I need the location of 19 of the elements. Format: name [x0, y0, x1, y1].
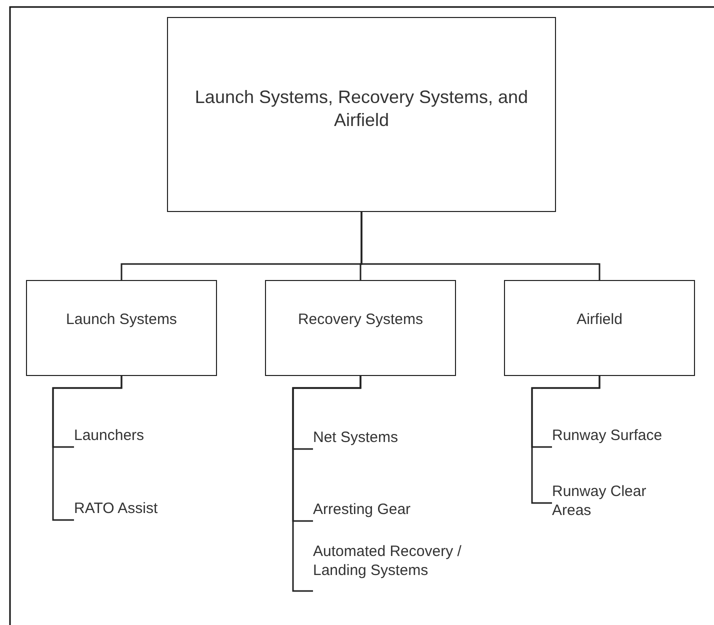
item-label: RATO Assist [74, 500, 194, 521]
connector-line [292, 376, 362, 592]
box-label: Launch Systems, Recovery Systems, and Airfield [194, 87, 528, 130]
connector-line [531, 376, 600, 504]
item-label: Runway Clear Areas [552, 483, 677, 525]
connector-line [52, 376, 122, 521]
box-label: Launch Systems [66, 311, 177, 328]
connector-line [360, 212, 600, 280]
category-box [504, 280, 695, 376]
item-label: Net Systems [313, 429, 463, 450]
root-box [167, 17, 556, 212]
category-box [26, 280, 217, 376]
item-label: Launchers [74, 427, 194, 448]
box-label: Airfield [576, 311, 622, 328]
category-box [265, 280, 456, 376]
box-label: Recovery Systems [298, 311, 424, 328]
item-label: Runway Surface [552, 427, 710, 448]
item-label: Arresting Gear [313, 501, 463, 522]
item-label: Automated Recovery / Landing Systems [313, 543, 503, 603]
